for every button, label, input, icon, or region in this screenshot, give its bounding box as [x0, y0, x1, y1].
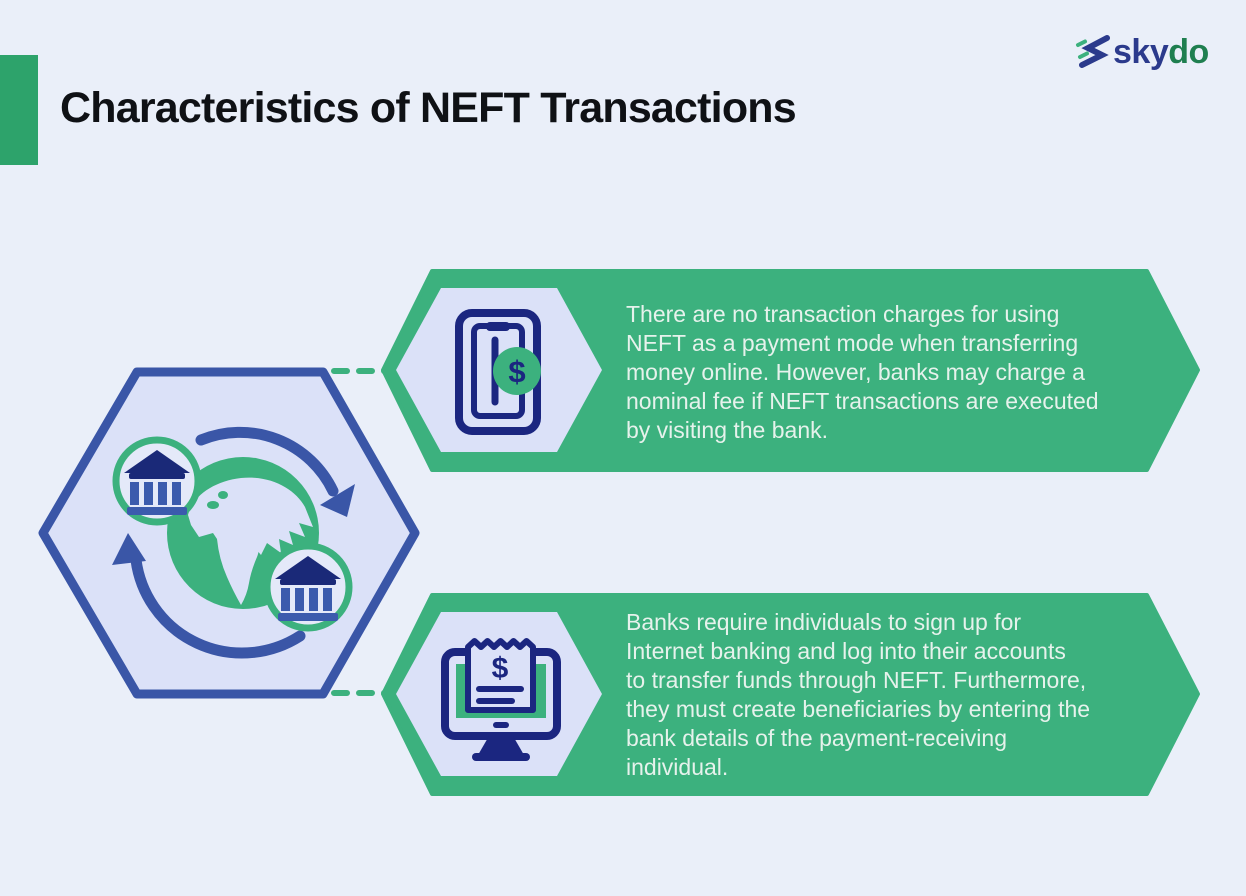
dollar-glyph: $	[492, 652, 509, 685]
skydo-logo: skydo	[1074, 32, 1209, 72]
globe-hexagon	[38, 367, 420, 699]
text-line: There are no transaction charges for usi…	[626, 301, 1060, 327]
text-line: money online. However, banks may charge …	[626, 359, 1085, 385]
text-line: bank details of the payment-receiving	[626, 725, 1007, 751]
skydo-logomark-icon	[1076, 35, 1110, 68]
banner-no-charges-text: There are no transaction charges for usi…	[626, 300, 1099, 445]
logo-wordmark: skydo	[1113, 33, 1209, 71]
logo-text-sky: sky	[1113, 33, 1169, 71]
banner-no-charges: $	[381, 269, 1200, 472]
monitor-receipt-icon: $	[441, 638, 561, 761]
text-line: Internet banking and log into their acco…	[626, 638, 1066, 664]
text-line: nominal fee if NEFT transactions are exe…	[626, 388, 1099, 414]
text-line: NEFT as a payment mode when transferring	[626, 330, 1079, 356]
phone-dollar-icon: $	[455, 309, 541, 435]
bank-badge-bottom	[263, 542, 353, 632]
title-accent-bar	[0, 55, 38, 165]
text-line: they must create beneficiaries by enteri…	[626, 696, 1091, 722]
dollar-glyph: $	[508, 354, 525, 389]
banner-internet-banking-text: Banks require individuals to sign up for…	[626, 608, 1090, 782]
text-line: by visiting the bank.	[626, 417, 829, 443]
bank-badge-top	[112, 436, 202, 526]
text-line: individual.	[626, 754, 729, 780]
logo-text-do: do	[1168, 33, 1209, 71]
counterclockwise-arrow-icon	[112, 533, 306, 659]
text-line: Banks require individuals to sign up for	[626, 609, 1022, 635]
banner-internet-banking: $	[381, 593, 1200, 796]
text-line: to transfer funds through NEFT. Furtherm…	[626, 667, 1087, 693]
globe-africa-landmass	[217, 534, 259, 605]
clockwise-arrow-icon	[195, 426, 355, 517]
page-title: Characteristics of NEFT Transactions	[60, 84, 797, 132]
